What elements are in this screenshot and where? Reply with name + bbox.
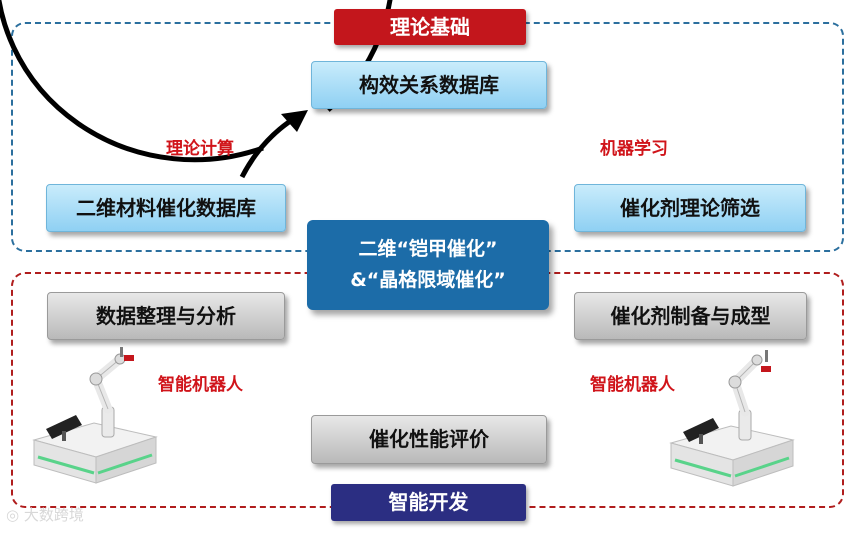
theory-tag: 理论基础 [334,9,526,45]
center-line-2: &“晶格限域催化” [350,269,506,291]
cycle-ring [0,0,393,163]
robot-label-left: 智能机器人 [158,375,243,395]
cycle-arrow [239,113,300,179]
catalyst-preparation-node: 催化剂制备与成型 [574,292,807,340]
2d-materials-database-node: 二维材料催化数据库 [46,184,286,232]
catalyst-screening-node: 催化剂理论筛选 [574,184,806,232]
center-line-1: 二维“铠甲催化” [358,238,498,260]
watermark: ◎ 大数跨境 [6,504,84,525]
theory-calculation-label: 理论计算 [166,139,234,159]
data-analysis-node: 数据整理与分析 [47,292,285,340]
watermark-logo-icon: ◎ [6,506,20,524]
center-concept-box: 二维“铠甲催化” &“晶格限域催化” [307,220,549,310]
machine-learning-label: 机器学习 [600,139,668,159]
structure-activity-database-node: 构效关系数据库 [311,61,547,109]
performance-evaluation-node: 催化性能评价 [311,415,547,464]
robot-arm-icon [669,350,795,487]
robot-label-right: 智能机器人 [590,375,675,395]
development-tag: 智能开发 [331,484,526,521]
watermark-text: 大数跨境 [23,506,84,524]
cycle-arrowhead [281,110,308,132]
robot-arm-icon [32,347,158,484]
